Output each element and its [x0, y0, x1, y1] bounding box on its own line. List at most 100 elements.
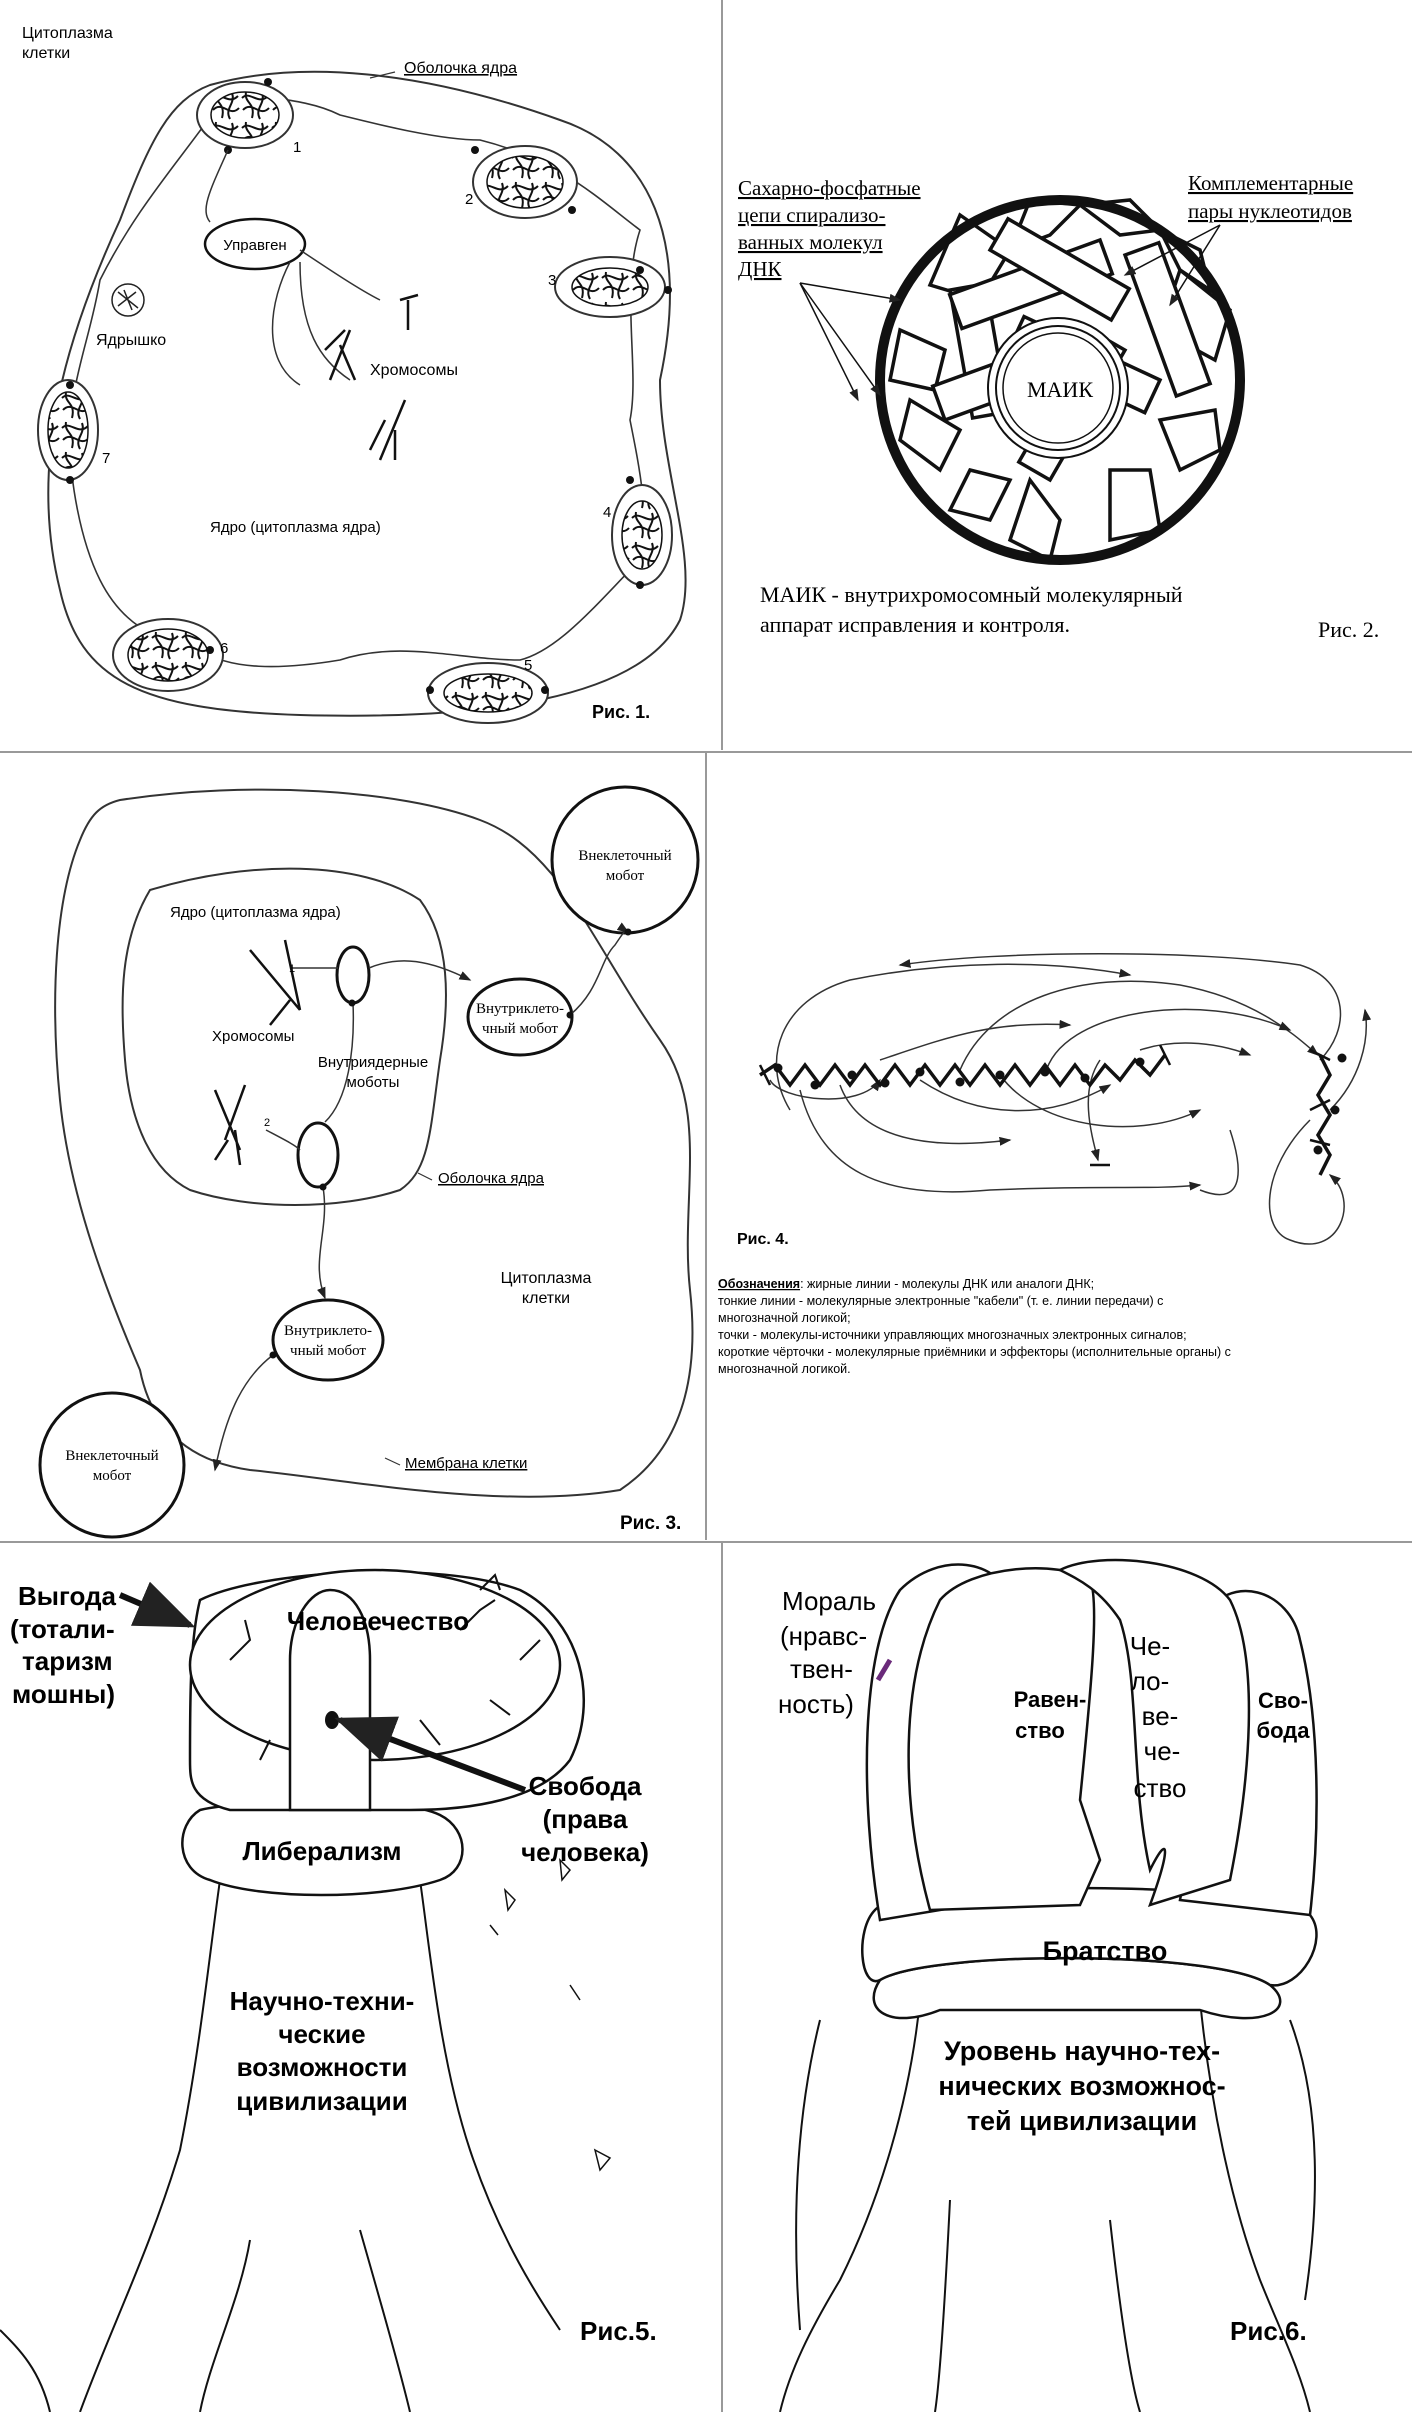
- fig5-trunk: [0, 1879, 561, 2412]
- nucleolus-icon: [111, 283, 145, 317]
- intracell-mobot-bottom: [271, 1298, 385, 1382]
- fig4-legend-line-5: короткие чёрточки - молекулярные приёмни…: [718, 1345, 1231, 1359]
- chain-dots: [66, 78, 672, 694]
- fig1-envelope-label: Оболочка ядра: [404, 60, 517, 77]
- nucleus-envelope: [47, 70, 687, 717]
- fig4-legend-title: Обозначения: [718, 1277, 800, 1291]
- fig3-chromosomes-label: Хромосомы: [212, 1028, 294, 1045]
- fig6-humanity-2: ло-: [1131, 1666, 1170, 1696]
- fig2-description-2: аппарат исправления и контроля.: [760, 612, 1070, 637]
- fig1-cytoplasm-label-1: Цитоплазма: [22, 25, 113, 42]
- fig2-description-1: МАИК - внутрихромосомный молекулярный: [760, 582, 1183, 607]
- fig6-base-shell: [861, 1886, 1318, 1987]
- fig4-legend-line-6: многозначной логикой.: [718, 1362, 851, 1376]
- fig3-nucleus-label: Ядро (цитоплазма ядра): [170, 904, 341, 921]
- fig6-equality-petal: [907, 1567, 1102, 1912]
- fig6-trunk-2: нических возможнос-: [938, 2071, 1225, 2101]
- fig2-right-arrows: [1123, 224, 1221, 307]
- fig5-freedom-1: Свобода: [529, 1771, 642, 1801]
- operon-link: [205, 149, 229, 223]
- fig2-right-label-2: пары нуклеотидов: [1188, 199, 1352, 223]
- fig3-extra-mobot-top-1: Внеклеточный: [578, 848, 671, 864]
- fig6-morality-4: ность): [778, 1689, 854, 1719]
- fig3-caption: Рис. 3.: [620, 1513, 681, 1534]
- fig5-humanity: Человечество: [287, 1606, 469, 1636]
- fig3-intracell-bottom-2: чный мобот: [290, 1343, 366, 1359]
- fig2-left-arrows: [799, 282, 902, 402]
- fig5-profit-4: мошны): [12, 1679, 115, 1709]
- fig6-morality-2: (нравс-: [780, 1621, 867, 1651]
- fig4-thin-lines: [769, 953, 1372, 1245]
- fig6-morality-arrow: [875, 1658, 893, 1682]
- fig3-intranuclear-label-1: Внутриядерные: [318, 1054, 428, 1071]
- fig1-chromosomes-label: Хромосомы: [370, 362, 458, 379]
- fig6-freedom-2: бода: [1257, 1718, 1311, 1743]
- fig5-freedom-dot: [325, 1711, 339, 1729]
- operon-oval: [203, 217, 307, 271]
- fig3-envelope-label: Оболочка ядра: [438, 1170, 545, 1187]
- fig5-freedom-arrow: [334, 1716, 527, 1793]
- intranuclear-mobot-bottom: [296, 1121, 340, 1189]
- fig3-membrane-label: Мембрана клетки: [405, 1455, 527, 1472]
- figure-1: Цитоплазма клетки Оболочка ядра Управген…: [22, 25, 687, 724]
- fig3-cytoplasm-label-2: клетки: [522, 1290, 570, 1307]
- fig3-extra-mobot-top-2: мобот: [606, 868, 645, 884]
- intracell-mobot-top: [466, 977, 574, 1057]
- fig6-brotherhood: Братство: [1043, 1936, 1168, 1966]
- fig1-nucleolus-label: Ядрышко: [96, 332, 166, 349]
- fig4-legend-line-3: многозначной логикой;: [718, 1311, 851, 1325]
- fig1-number-3: 3: [548, 272, 556, 289]
- fig5-debris: [489, 1857, 612, 2172]
- nucleus-envelope-3: [121, 867, 447, 1206]
- fig5-trunk-3: возможности: [237, 2052, 408, 2082]
- extracell-mobot-bottom: [38, 1391, 186, 1539]
- fig3-dots: [269, 928, 632, 1359]
- figure-3: 1 2 Внеклеточный мобот Внутриклето- чный…: [38, 785, 700, 1539]
- fig3-extra-mobot-bottom-1: Внеклеточный: [65, 1448, 158, 1464]
- chromosome-bundles: [37, 81, 673, 724]
- figure-4: Рис. 4. Обозначения: жирные линии - моле…: [718, 953, 1372, 1376]
- operon-wires: [271, 249, 381, 386]
- fig3-intracell-top-1: Внутриклето-: [476, 1001, 564, 1017]
- maik-core: [995, 325, 1121, 451]
- fig3-num1: 1: [289, 963, 295, 975]
- fig5-liberalism: Либерализм: [242, 1836, 401, 1866]
- fig6-caption: Рис.6.: [1230, 2316, 1307, 2346]
- fig2-left-label-2: цепи спирализо-: [738, 203, 885, 227]
- fig6-humanity-1: Че-: [1130, 1631, 1170, 1661]
- fig5-trunk-1: Научно-техни-: [230, 1986, 415, 2016]
- fig2-left-label-1: Сахарно-фосфатные: [738, 176, 921, 200]
- fig1-bundle-numbers: 1 2 3 4 5 6 7: [102, 139, 611, 674]
- fig5-caption: Рис.5.: [580, 2316, 657, 2346]
- fig6-humanity-4: че-: [1144, 1736, 1181, 1766]
- fig4-legend-line-1: : жирные линии - молекулы ДНК или аналог…: [800, 1277, 1094, 1291]
- fig5-trunk-4: цивилизации: [236, 2086, 407, 2116]
- fig6-trunk: [779, 1999, 1316, 2412]
- fig1-caption: Рис. 1.: [592, 702, 650, 722]
- fig5-profit-3: таризм: [22, 1646, 113, 1676]
- fig6-equality-1: Равен-: [1014, 1687, 1087, 1712]
- fig2-left-label: Сахарно-фосфатные цепи спирализо- ванных…: [738, 176, 921, 281]
- fig1-number-5: 5: [524, 657, 532, 674]
- fig5-profit-1: Выгода: [18, 1581, 117, 1611]
- fig3-chromosomes: [213, 939, 302, 1166]
- figure-5: Выгода (тотали- таризм мошны) Человечест…: [0, 1568, 657, 2412]
- fig1-number-7: 7: [102, 450, 110, 467]
- fig1-number-1: 1: [293, 139, 301, 156]
- fig6-freedom-1: Сво-: [1258, 1688, 1308, 1713]
- fig2-left-label-4: ДНК: [738, 257, 782, 281]
- figure-2: МАИК Сахарно-фосфатные цепи спирализо- в…: [738, 171, 1379, 642]
- fig4-legend-line-2: тонкие линии - молекулярные электронные …: [718, 1294, 1163, 1308]
- fig4-dna-right: [1315, 1054, 1333, 1176]
- fig3-cytoplasm-label-1: Цитоплазма: [501, 1270, 592, 1287]
- fig4-dna-strand: [759, 1053, 1167, 1088]
- fig3-extra-mobot-bottom-2: мобот: [93, 1468, 132, 1484]
- fig3-wires: [212, 922, 630, 1472]
- fig3-intracell-bottom-1: Внутриклето-: [284, 1323, 372, 1339]
- fig6-trunk-1: Уровень научно-тех-: [944, 2036, 1220, 2066]
- fig4-legend: Обозначения: жирные линии - молекулы ДНК…: [718, 1277, 1231, 1376]
- fig5-profit-arrow: [118, 1581, 196, 1628]
- fig1-operon-label: Управген: [223, 237, 286, 254]
